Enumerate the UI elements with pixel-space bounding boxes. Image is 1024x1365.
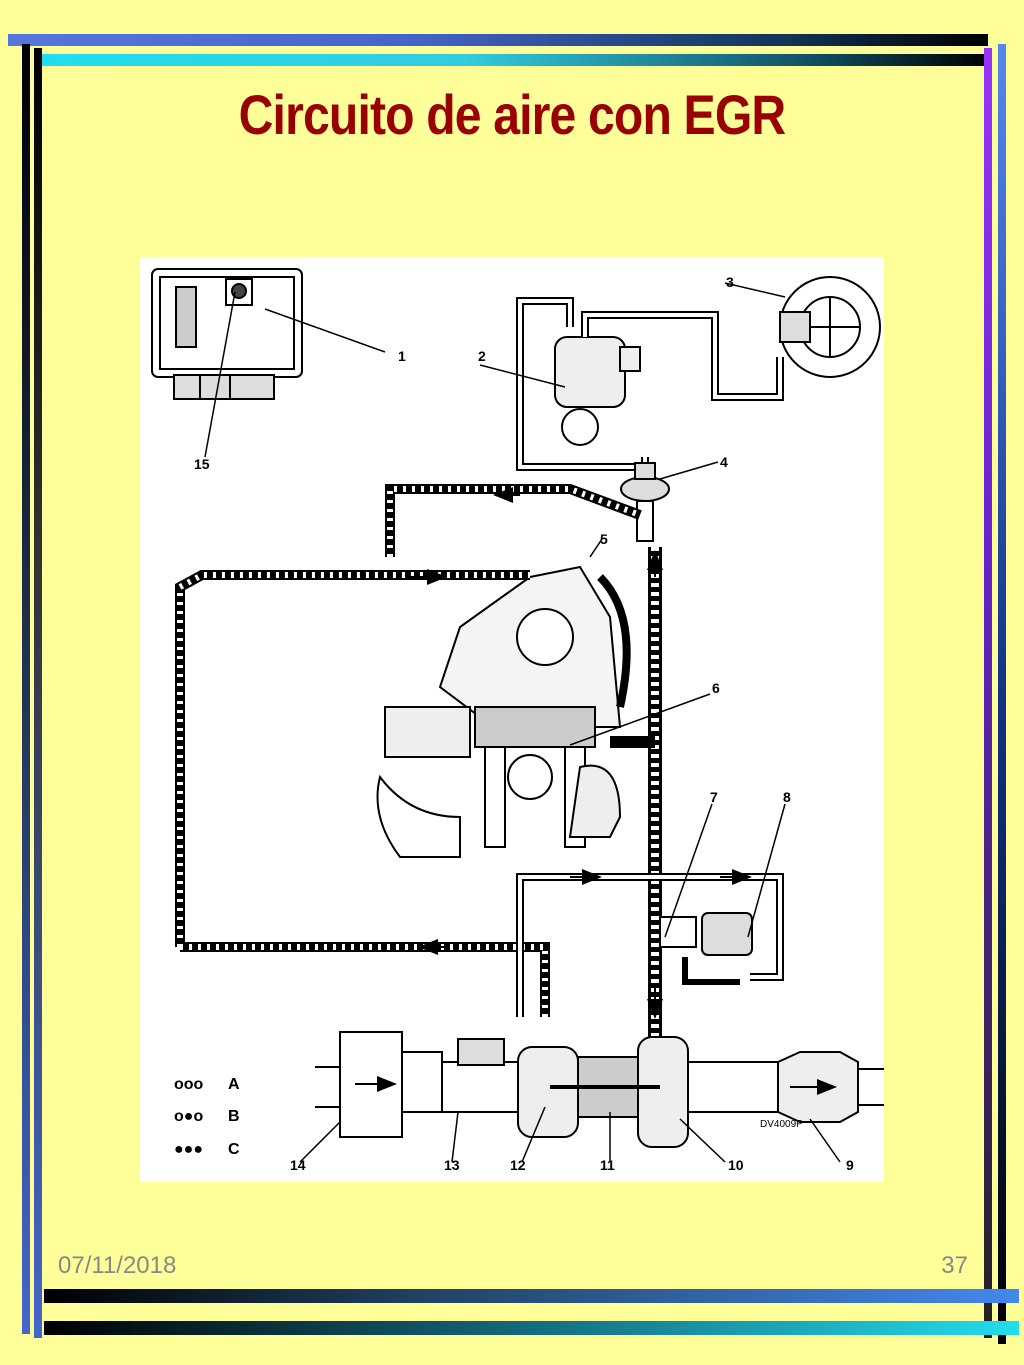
turbocharger	[517, 1036, 689, 1148]
callout-8: 8	[783, 789, 791, 805]
legend-symbol-c: ●●●	[174, 1141, 203, 1158]
callout-10: 10	[728, 1157, 744, 1173]
callout-4: 4	[720, 454, 728, 470]
frame-left-bar-1	[22, 44, 30, 1334]
callout-15: 15	[194, 456, 210, 472]
frame-right-bar-2	[998, 44, 1006, 1344]
legend-symbol-a: ooo	[174, 1076, 204, 1093]
vacuum-pump	[779, 276, 881, 378]
legend-key-b: B	[228, 1108, 240, 1125]
callout-9: 9	[846, 1157, 854, 1173]
slide-title: Circuito de aire con EGR	[238, 83, 787, 146]
footer-date: 07/11/2018	[58, 1252, 177, 1279]
callout-6: 6	[712, 680, 720, 696]
frame-right-bar-1	[984, 48, 992, 1338]
callout-7: 7	[710, 789, 718, 805]
diagram-code: DV4009P	[760, 1119, 803, 1130]
frame-bottom-bar-1	[44, 1289, 1019, 1303]
frame-bottom-bar-2	[44, 1321, 1019, 1335]
frame-top-bar-1	[8, 34, 988, 46]
frame-top-bar-2	[36, 54, 991, 66]
callout-3: 3	[726, 274, 734, 290]
air-circuit-a	[175, 484, 642, 1017]
ecu-unit	[151, 268, 303, 400]
callout-12: 12	[510, 1157, 526, 1173]
legend-key-c: C	[228, 1141, 240, 1158]
callout-leaders	[204, 282, 841, 1163]
egr-solenoid-valve	[554, 336, 641, 446]
callout-2: 2	[478, 348, 486, 364]
callout-1: 1	[398, 348, 406, 364]
intake-line	[315, 1031, 521, 1138]
callout-14: 14	[290, 1157, 306, 1173]
flow-arrows	[410, 487, 752, 1019]
callout-13: 13	[444, 1157, 460, 1173]
callout-5: 5	[600, 531, 608, 547]
egr-valve	[620, 462, 670, 542]
legend-key-a: A	[228, 1076, 240, 1093]
exhaust-line	[687, 1051, 884, 1123]
egr-air-circuit-diagram: 1 2 3 4 5 6 7 8 9 10 11 12 13 14 15 DV40…	[140, 257, 884, 1182]
exhaust-gas-circuit-c	[610, 547, 662, 1037]
footer-page-number: 37	[941, 1252, 968, 1279]
wastegate-actuator	[659, 912, 753, 985]
frame-left-bar-2	[34, 48, 42, 1338]
legend: ooo A o●o B ●●● C	[174, 1076, 240, 1158]
callout-11: 11	[600, 1157, 615, 1173]
engine-cutaway	[376, 565, 631, 858]
legend-symbol-b: o●o	[174, 1108, 203, 1125]
